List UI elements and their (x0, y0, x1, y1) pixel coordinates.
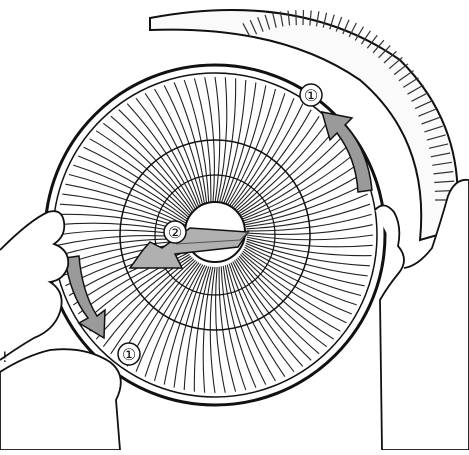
step-label-2-center: ② (168, 223, 182, 242)
edge-mark: ! (2, 350, 8, 366)
step-label-1-bottom: ① (122, 345, 136, 364)
step-label-1-top: ① (304, 86, 318, 105)
housing-rib (303, 10, 304, 25)
step-marker-1-bottom: ① (118, 343, 140, 365)
housing-rib (296, 10, 297, 25)
step-marker-2-center: ② (164, 221, 186, 243)
step-marker-1-top: ① (300, 84, 322, 106)
